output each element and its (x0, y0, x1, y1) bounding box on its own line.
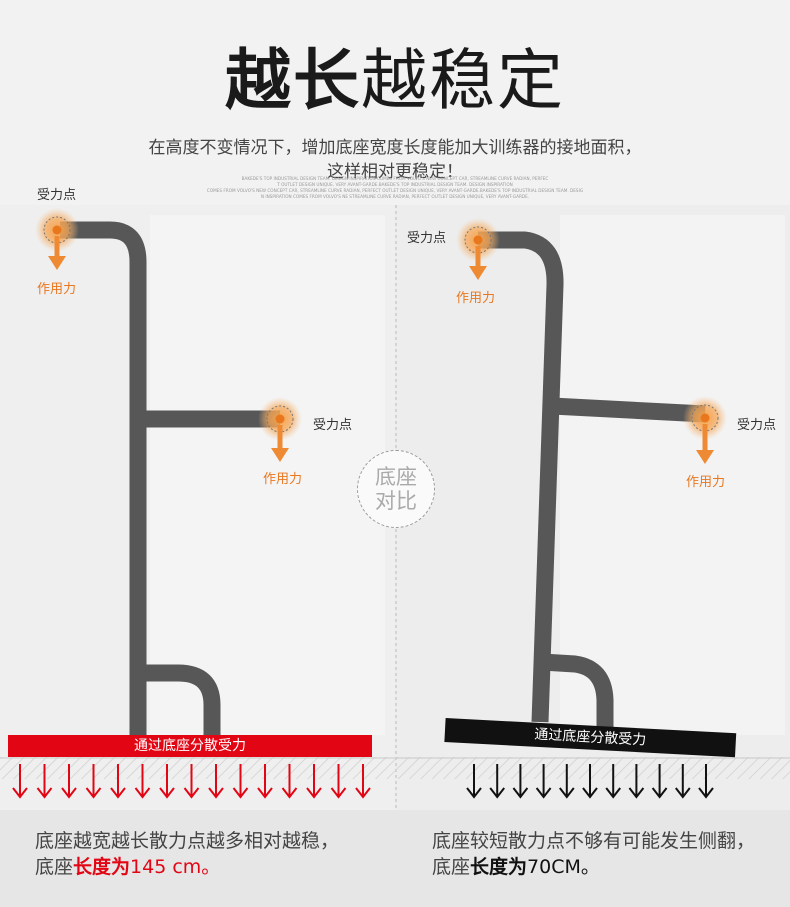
right-top-point-label: 受力点 (407, 231, 447, 246)
left-base-bar: 通过底座分散受力 (8, 735, 372, 757)
left-arrow-14 (330, 764, 347, 799)
left-arrow-11 (257, 764, 273, 799)
caption-area: 底座越宽越长散力点越多相对越稳， 底座长度为145 cm。 底座较短散力点不够有… (0, 810, 790, 907)
right-arrow-8 (628, 764, 645, 799)
right-caption-emphasis: 长度为 (470, 856, 528, 878)
right-mid-point-label: 受力点 (737, 418, 777, 433)
right-arrow-2 (489, 764, 505, 799)
badge-line-2: 对比 (375, 489, 417, 513)
left-arrow-15 (355, 764, 371, 799)
left-ground (0, 757, 395, 779)
right-arrow-1 (466, 764, 482, 799)
left-caption-line-1: 底座越宽越长散力点越多相对越稳， (35, 830, 340, 852)
left-arrow-9 (208, 764, 224, 799)
left-caption-prefix: 底座 (35, 856, 74, 878)
left-caption-value: 145 cm。 (130, 856, 221, 878)
center-compare-badge: 底座 对比 (357, 450, 435, 528)
left-arrow-4 (85, 764, 102, 799)
left-caption-emphasis: 长度为 (73, 856, 131, 878)
left-arrow-13 (306, 764, 322, 799)
fine-print-3: COMES FROM VOLVO'S NEW CONCEPT CAR, STRE… (206, 188, 584, 193)
right-arrow-4 (535, 764, 552, 799)
left-arrow-6 (134, 764, 151, 799)
left-arrow-8 (183, 764, 200, 799)
fine-print-4: N INSPIRATION COMES FROM VOLVO'S NE STRE… (260, 194, 530, 199)
right-arrow-6 (582, 764, 598, 799)
title-bold: 越长 (225, 42, 361, 119)
left-mid-point (258, 397, 302, 462)
title-normal: 越稳定 (361, 42, 565, 119)
right-mid-force-label: 作用力 (686, 475, 726, 490)
left-force-arrows (12, 764, 371, 799)
left-top-point (35, 208, 79, 270)
left-top-force-label: 作用力 (37, 282, 77, 297)
left-arrow-1 (12, 764, 28, 799)
right-caption-line-2: 底座长度为70CM。 (432, 854, 600, 881)
right-arrow-10 (675, 764, 691, 799)
right-arrow-7 (605, 764, 621, 799)
left-arrow-12 (281, 764, 298, 799)
right-caption-prefix: 底座 (432, 856, 471, 878)
left-arrow-2 (36, 764, 53, 799)
left-arrow-10 (232, 764, 249, 799)
subtitle-line-2: 这样相对更稳定！ (327, 162, 463, 182)
left-arrow-7 (159, 764, 175, 799)
fine-print-1: BAKEDE'S TOP INDUSTRIAL DESIGN TEAM. DES… (241, 176, 549, 181)
right-ground (396, 757, 790, 779)
left-arrow-3 (61, 764, 77, 799)
right-caption-value: 70CM。 (527, 856, 600, 878)
left-arrow-5 (110, 764, 126, 799)
right-frame (478, 231, 706, 735)
left-top-point-label: 受力点 (37, 188, 77, 203)
fine-print-2: T OUTLET DESIGN UNIQUE, VERY AVANT-GARDE… (277, 182, 513, 187)
right-arrow-11 (698, 764, 714, 799)
left-frame (60, 221, 280, 735)
right-caption-line-1: 底座较短散力点不够有可能发生侧翻， (432, 830, 756, 852)
right-arrow-3 (512, 764, 529, 799)
left-caption-line-2: 底座长度为145 cm。 (35, 854, 220, 881)
right-force-arrows (466, 764, 714, 799)
page-title: 越长越稳定 (0, 48, 790, 114)
right-arrow-5 (559, 764, 575, 799)
left-mid-point-label: 受力点 (313, 418, 353, 433)
right-mid-point (683, 396, 727, 464)
left-mid-force-label: 作用力 (263, 472, 303, 487)
right-top-point (456, 218, 500, 280)
right-top-force-label: 作用力 (456, 291, 496, 306)
subtitle-line-1: 在高度不变情况下，增加底座宽度长度能加大训练器的接地面积， (148, 138, 642, 158)
right-arrow-9 (651, 764, 668, 799)
badge-line-1: 底座 (375, 465, 417, 489)
